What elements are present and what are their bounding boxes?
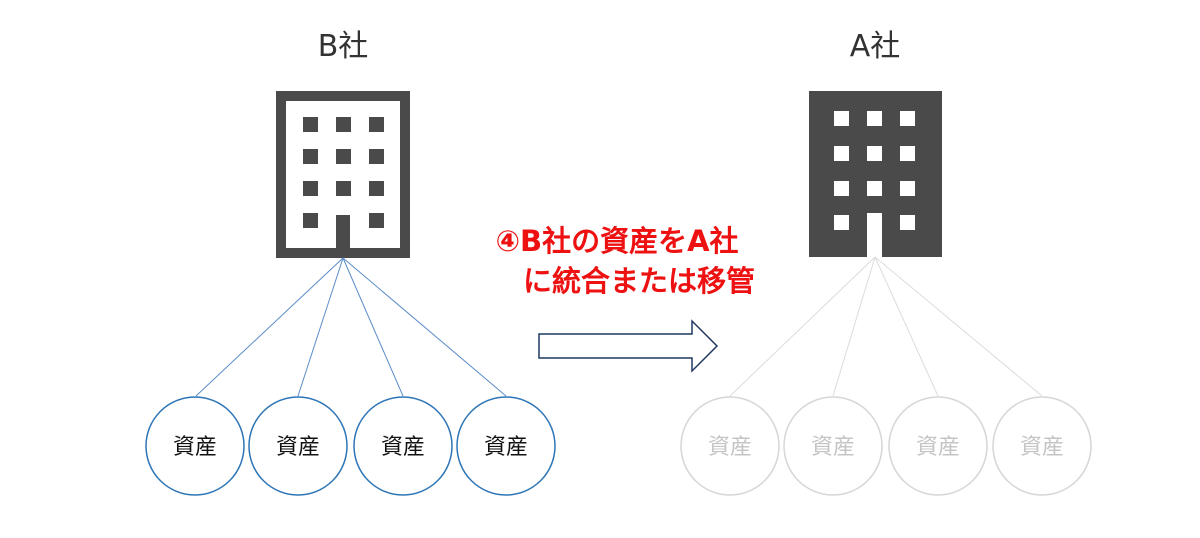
caption-line-1: ④B社の資産をA社 — [495, 224, 738, 258]
b-asset-label: 資産 — [276, 435, 320, 460]
b-asset-node: 資産 — [353, 396, 453, 496]
b-link-line — [195, 257, 344, 397]
b-asset-node: 資産 — [145, 396, 245, 496]
company-b-group: B社 — [145, 29, 556, 496]
b-link-line — [342, 257, 404, 397]
b-asset-label: 資産 — [173, 435, 217, 460]
b-link-lines — [195, 257, 507, 397]
building-filled-icon — [809, 91, 942, 257]
a-link-line — [729, 256, 876, 397]
a-asset-nodes: 資産 資産 資産 資産 — [680, 396, 1092, 496]
a-asset-node: 資産 — [992, 396, 1092, 496]
a-asset-label: 資産 — [1020, 435, 1064, 460]
a-asset-node: 資産 — [888, 396, 988, 496]
a-link-lines — [729, 256, 1043, 397]
a-asset-node: 資産 — [783, 396, 883, 496]
a-asset-label: 資産 — [811, 435, 855, 460]
building-outline-icon — [276, 91, 410, 258]
company-b-label: B社 — [318, 29, 369, 64]
b-link-line — [342, 257, 507, 397]
company-a-label: A社 — [850, 29, 901, 64]
a-asset-label: 資産 — [708, 435, 752, 460]
a-asset-node: 資産 — [680, 396, 780, 496]
b-asset-label: 資産 — [484, 435, 528, 460]
transfer-caption: ④B社の資産をA社 に統合または移管 — [495, 224, 755, 298]
caption-line-2: に統合または移管 — [523, 264, 755, 298]
b-asset-nodes: 資産 資産 資産 資産 — [145, 396, 556, 496]
b-link-line — [297, 257, 344, 397]
b-asset-node: 資産 — [456, 396, 556, 496]
company-a-group: A社 — [680, 29, 1092, 496]
right-arrow-icon — [538, 319, 719, 373]
b-asset-node: 資産 — [248, 396, 348, 496]
a-link-line — [874, 256, 1043, 397]
a-link-line — [832, 256, 876, 397]
b-asset-label: 資産 — [381, 435, 425, 460]
a-link-line — [874, 256, 939, 397]
a-asset-label: 資産 — [916, 435, 960, 460]
